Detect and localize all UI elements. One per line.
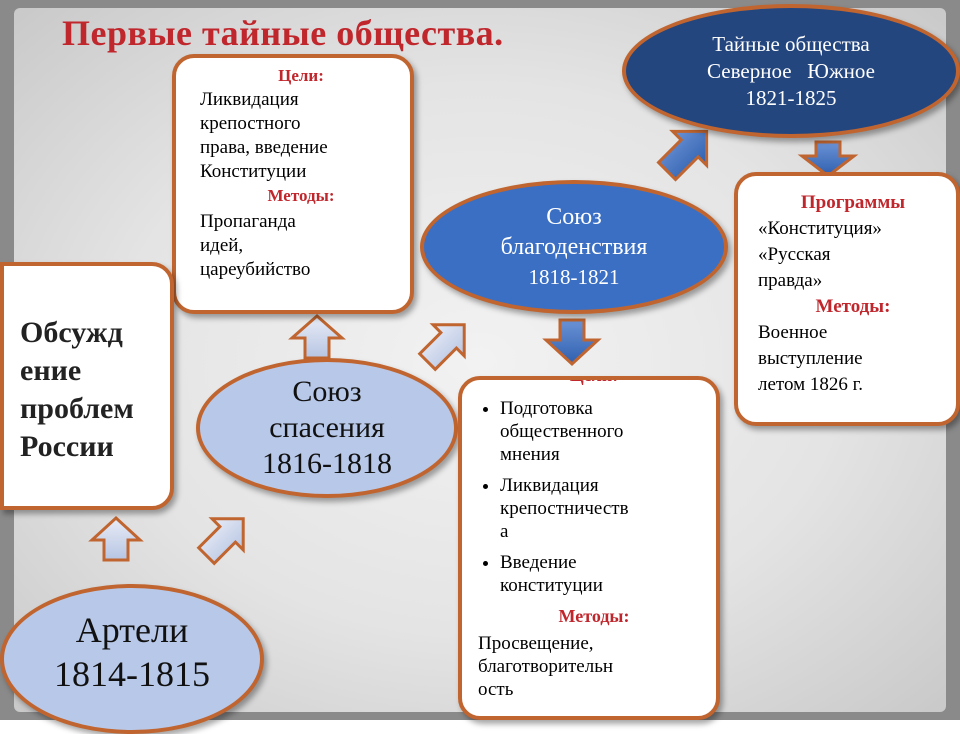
spaseniya-name-line: спасения bbox=[269, 411, 385, 444]
list-item-line: крепостничеств bbox=[500, 498, 629, 519]
goals-box-spaseniya: Цели: Ликвидация крепостного права, введ… bbox=[172, 54, 414, 314]
secret-societies-oval: Тайные общества Северное Южное 1821-1825 bbox=[622, 4, 960, 138]
list-item: Ликвидация крепостничеств а bbox=[500, 474, 710, 543]
methods-line: идей, bbox=[200, 235, 244, 256]
blagodenstviya-name-line: благоденствия bbox=[500, 234, 648, 260]
programs-box: Программы «Конституция» «Русская правда»… bbox=[734, 172, 960, 426]
societies-line: Северное Южное bbox=[707, 58, 875, 83]
list-item-line: общественного bbox=[500, 421, 624, 442]
methods-line: ость bbox=[478, 679, 514, 700]
list-item: Введение конституции bbox=[500, 551, 710, 597]
goals-label: Цели: bbox=[278, 66, 324, 85]
goals-label: Цели: bbox=[478, 380, 710, 387]
goals-line: Конституции bbox=[200, 161, 307, 182]
spaseniya-years: 1816-1818 bbox=[262, 447, 392, 480]
blagodenstviya-years: 1818-1821 bbox=[528, 265, 620, 289]
list-item-line: Введение bbox=[500, 552, 577, 573]
programs-label: Программы bbox=[800, 192, 906, 213]
goals-line: права, введение bbox=[200, 137, 328, 158]
arteli-oval: Артели 1814-1815 bbox=[0, 584, 264, 734]
list-item-line: Подготовка bbox=[500, 398, 593, 419]
methods-line: Пропаганда bbox=[200, 211, 296, 232]
list-item-line: а bbox=[500, 521, 509, 542]
programs-item: правда» bbox=[758, 270, 823, 291]
list-item-line: мнения bbox=[500, 444, 560, 465]
arteli-years: 1814-1815 bbox=[54, 654, 210, 694]
societies-line: Тайные общества bbox=[712, 31, 870, 56]
spaseniya-name-line: Союз bbox=[292, 375, 362, 408]
list-item-line: Ликвидация bbox=[500, 475, 599, 496]
list-item-line: конституции bbox=[500, 575, 603, 596]
discussion-line: ение bbox=[20, 354, 82, 387]
methods-line: Военное bbox=[758, 322, 828, 343]
methods-label: Методы: bbox=[815, 296, 891, 317]
blagodenstviya-name-line: Союз bbox=[546, 204, 602, 230]
programs-item: «Конституция» bbox=[758, 218, 882, 239]
discussion-line: проблем bbox=[20, 392, 134, 425]
goals-line: Ликвидация bbox=[200, 89, 299, 110]
arteli-name: Артели bbox=[75, 610, 189, 650]
discussion-line: Обсужд bbox=[20, 316, 123, 349]
goals-line: крепостного bbox=[200, 113, 301, 134]
methods-label: Методы: bbox=[558, 606, 630, 626]
list-item: Подготовка общественного мнения bbox=[500, 397, 710, 466]
methods-label: Методы: bbox=[267, 186, 335, 205]
goals-list: Подготовка общественного мнения Ликвидац… bbox=[478, 397, 710, 597]
methods-line: Просвещение, bbox=[478, 633, 594, 654]
methods-line: благотворительн bbox=[478, 656, 614, 677]
discussion-box: Обсужд ение проблем России bbox=[0, 262, 174, 510]
soyuz-blagodenstviya-oval: Союз благоденствия 1818-1821 bbox=[420, 180, 728, 314]
soyuz-spaseniya-oval: Союз спасения 1816-1818 bbox=[196, 358, 458, 498]
goals-box-blagodenstviya: Цели: Подготовка общественного мнения Ли… bbox=[458, 376, 720, 720]
methods-line: летом 1826 г. bbox=[758, 374, 864, 395]
page-title: Первые тайные общества. bbox=[62, 13, 504, 53]
methods-line: цареубийство bbox=[200, 259, 311, 280]
methods-line: выступление bbox=[758, 348, 863, 369]
societies-years: 1821-1825 bbox=[745, 85, 837, 110]
discussion-line: России bbox=[20, 430, 114, 463]
programs-item: «Русская bbox=[758, 244, 831, 265]
